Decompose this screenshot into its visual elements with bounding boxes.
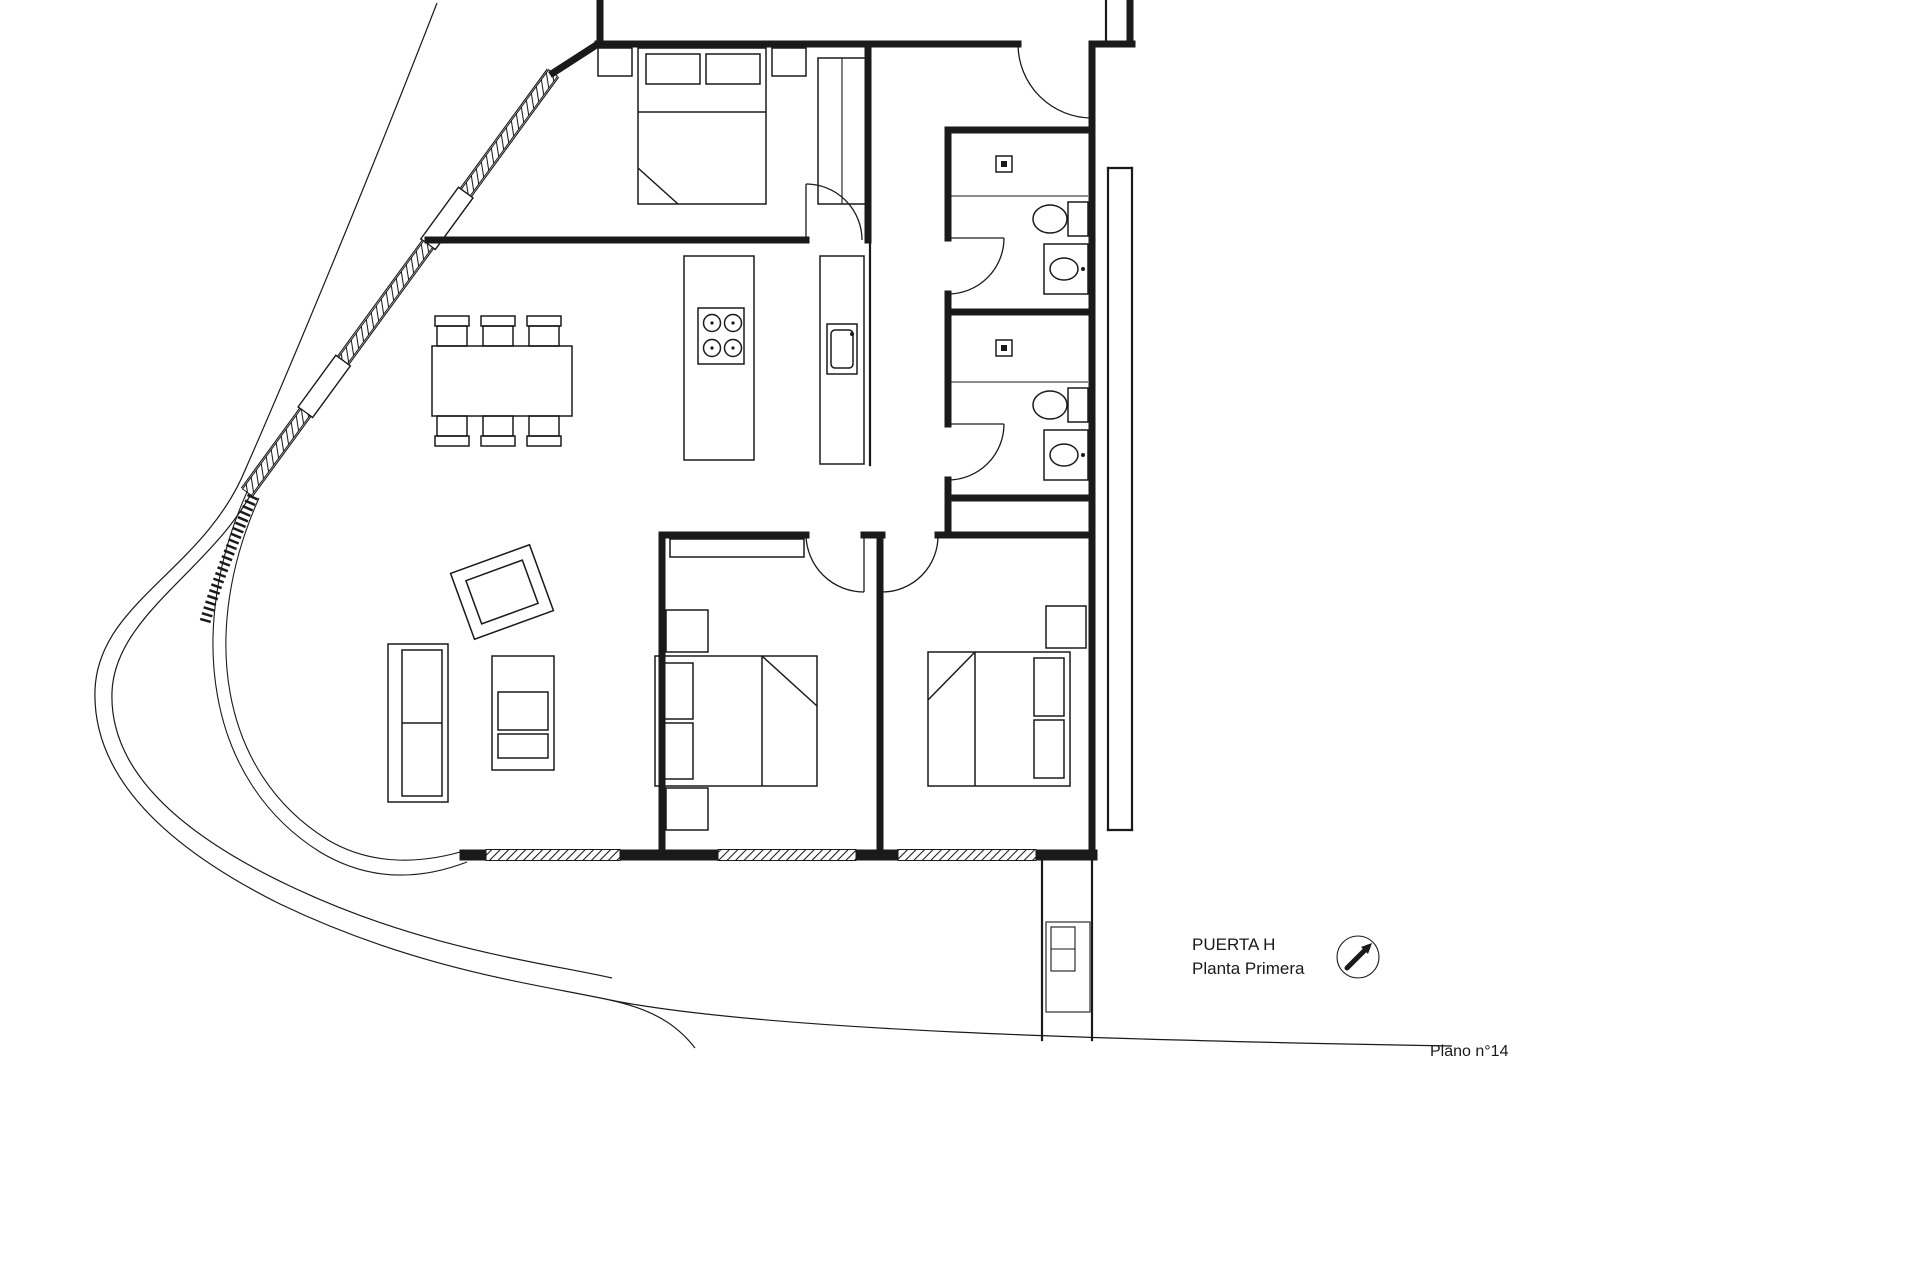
chair [526, 315, 562, 327]
tv-unit [491, 655, 555, 771]
window-bottom-3 [897, 849, 1037, 861]
title-block: PUERTA H Planta Primera [1192, 935, 1380, 979]
floor-label: Planta Primera [1192, 959, 1305, 978]
window-wall-diagonal [240, 68, 560, 497]
curved-window [199, 493, 259, 624]
toilet [1032, 387, 1089, 423]
bathroom1-door [947, 237, 1005, 295]
bedroom1-door [805, 183, 863, 241]
cooktop [697, 307, 745, 365]
curved-terrace-wall [199, 491, 468, 876]
shower-drain [995, 155, 1013, 173]
sofa [387, 643, 449, 803]
chair [528, 415, 560, 437]
chair [480, 315, 516, 327]
nightstand [665, 787, 709, 831]
pillow [1033, 657, 1065, 717]
window-bottom-2 [717, 849, 857, 861]
bedroom3-door [881, 534, 939, 593]
wall-pier [297, 354, 352, 419]
shelf [669, 538, 805, 558]
bathroom-1 [950, 155, 1089, 295]
bathroom2-door [947, 423, 1005, 481]
nightstand [665, 609, 709, 653]
master-bed [637, 47, 767, 205]
bedroom-3-furniture [927, 605, 1087, 787]
chair [436, 415, 468, 437]
site-boundary [94, 2, 1453, 1049]
dining-table [431, 345, 573, 417]
elevator-shaft [1045, 921, 1091, 1013]
shower-drain [995, 339, 1013, 357]
dining-table-set [431, 315, 573, 447]
washbasin [1043, 429, 1089, 481]
exterior-walls [459, 0, 1136, 861]
window-2 [337, 240, 434, 365]
chair [434, 315, 470, 327]
pillow [660, 722, 694, 780]
pillow [705, 53, 761, 85]
sheet-label: Plano n°14 [1430, 1043, 1509, 1060]
service-core [1040, 853, 1094, 1042]
pillow [1033, 719, 1065, 779]
nightstand [597, 47, 633, 77]
bedroom-2-furniture [654, 538, 818, 831]
armchair [449, 543, 555, 641]
bed-3 [927, 651, 1071, 787]
door-label: PUERTA H [1192, 935, 1275, 954]
nightstand [1045, 605, 1087, 649]
wardrobe-master [817, 57, 867, 205]
kitchen-counter [819, 255, 865, 465]
kitchen-sink [826, 323, 858, 375]
interior-walls [424, 40, 1096, 859]
entrance-door [1017, 43, 1093, 119]
washbasin [1043, 243, 1089, 295]
window-3 [241, 408, 311, 497]
party-walls [1106, 166, 1134, 832]
bathroom-2 [950, 339, 1089, 481]
window-bottom-1 [485, 849, 621, 861]
pillow [645, 53, 701, 85]
toilet [1032, 201, 1089, 237]
pillow [660, 662, 694, 720]
window-1 [460, 69, 559, 197]
kitchen-island [683, 255, 755, 461]
nightstand [771, 47, 807, 77]
bed-2 [654, 655, 818, 787]
chair [482, 415, 514, 437]
north-arrow-icon [1336, 935, 1380, 979]
bedroom2-door [805, 534, 865, 593]
